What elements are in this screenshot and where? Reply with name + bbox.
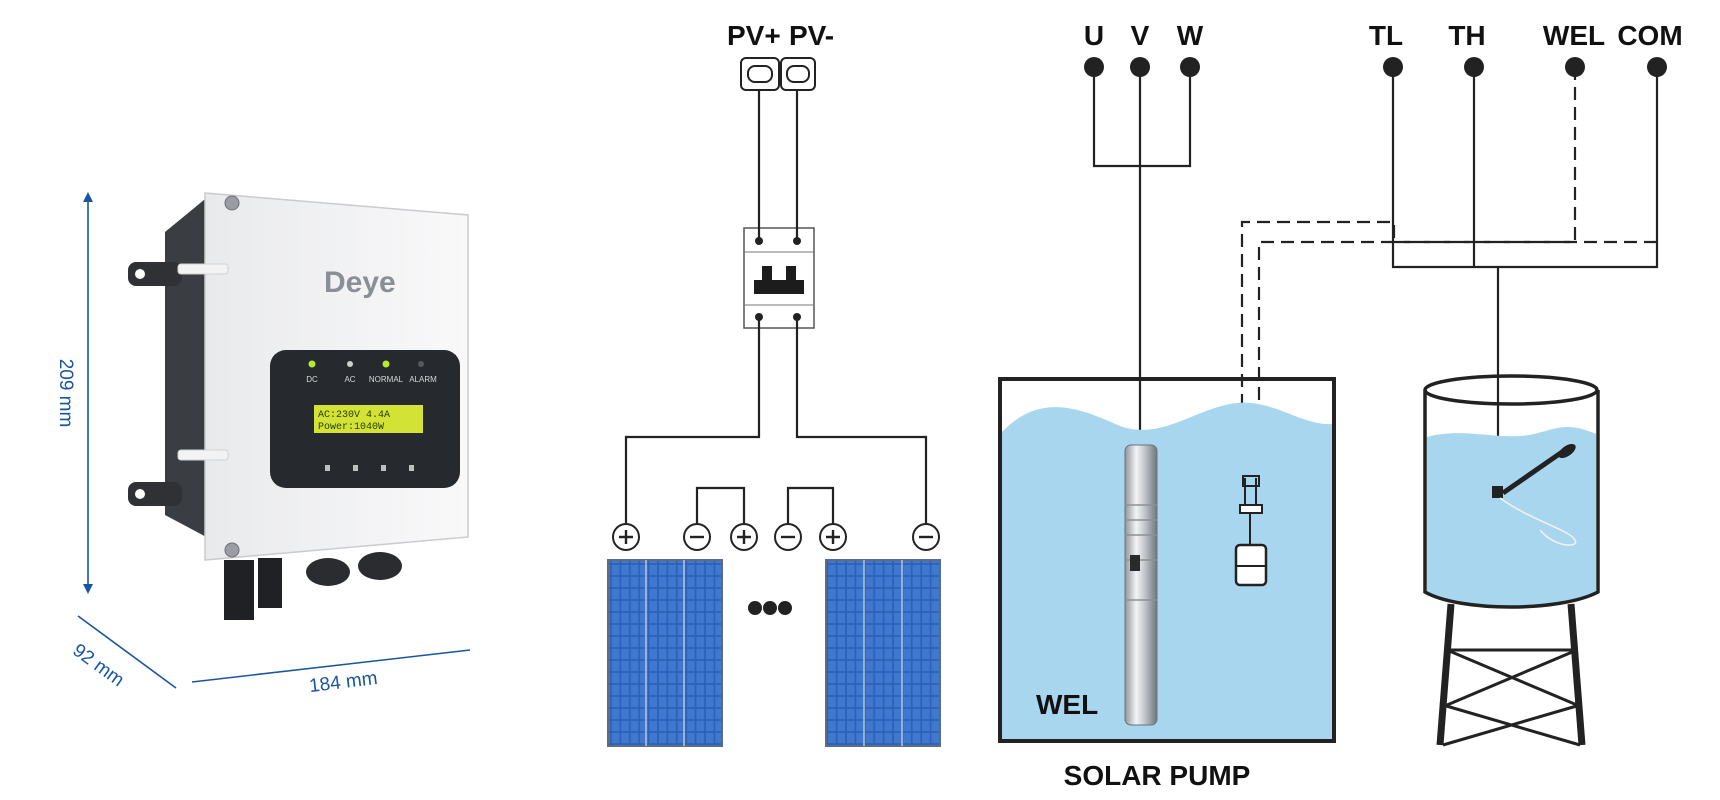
submersible-pump-icon	[1124, 444, 1158, 726]
lcd-screen	[314, 405, 423, 433]
lcd-line-2: Power:1040W	[318, 422, 384, 433]
led-label-dc: DC	[306, 375, 318, 384]
signal-terminals: TL TH WEL COM	[1369, 20, 1683, 77]
panel-keys	[325, 465, 414, 471]
pv-plus-connector-icon	[740, 57, 780, 91]
inverter-device: Deye DC AC NORMAL ALARM AC:230V 4.4A Pow…	[128, 192, 469, 620]
terminal-th-label: TH	[1448, 20, 1485, 51]
pv-terminals: PV+ PV-	[727, 20, 834, 91]
pv-minus-label: PV-	[789, 20, 834, 51]
solar-panel-icon	[825, 559, 941, 747]
float-switch-tank-icon	[1492, 443, 1577, 546]
minus-icon	[912, 523, 940, 551]
solar-panel-icon	[607, 559, 723, 747]
dimension-width: 184 mm	[191, 649, 471, 697]
terminal-com-label: COM	[1617, 20, 1682, 51]
bottom-connectors	[224, 552, 402, 620]
led-normal	[382, 360, 390, 368]
float-switch-well-icon	[1234, 475, 1268, 587]
plus-icon	[730, 523, 758, 551]
led-dc	[308, 360, 316, 368]
well: WEL	[998, 377, 1336, 743]
mount-bracket-bottom	[128, 482, 182, 506]
polarity-symbols	[612, 523, 940, 551]
caption: SOLAR PUMP	[1064, 760, 1251, 791]
led-label-normal: NORMAL	[369, 375, 404, 384]
terminal-w-label: W	[1177, 20, 1204, 51]
terminal-u-label: U	[1084, 20, 1104, 51]
height-label: 209 mm	[55, 359, 76, 428]
terminal-v-label: V	[1131, 20, 1150, 51]
led-alarm	[418, 361, 424, 367]
pv-minus-connector-icon	[780, 57, 816, 91]
led-ac	[347, 361, 353, 367]
water-tank-icon	[1423, 374, 1600, 747]
led-label-ac: AC	[344, 375, 355, 384]
lcd-line-1: AC:230V 4.4A	[318, 410, 390, 421]
minus-icon	[774, 523, 802, 551]
well-label: WEL	[1036, 689, 1098, 720]
motor-terminals: U V W	[1084, 20, 1204, 77]
plus-icon	[819, 523, 847, 551]
plus-icon	[612, 523, 640, 551]
mount-bracket-top	[128, 262, 182, 286]
minus-icon	[683, 523, 711, 551]
width-label: 184 mm	[308, 668, 379, 697]
brand-logo: Deye	[324, 266, 396, 299]
dc-breaker-icon	[743, 227, 815, 329]
terminal-wel-label: WEL	[1543, 20, 1605, 51]
dimension-height: 209 mm	[55, 192, 93, 594]
depth-label: 92 mm	[69, 640, 128, 691]
status-leds: DC AC NORMAL ALARM	[306, 360, 437, 384]
terminal-tl-label: TL	[1369, 20, 1403, 51]
led-label-alarm: ALARM	[409, 375, 437, 384]
more-panels-icon	[748, 601, 792, 615]
dimension-depth: 92 mm	[69, 615, 177, 691]
pv-plus-label: PV+	[727, 20, 781, 51]
